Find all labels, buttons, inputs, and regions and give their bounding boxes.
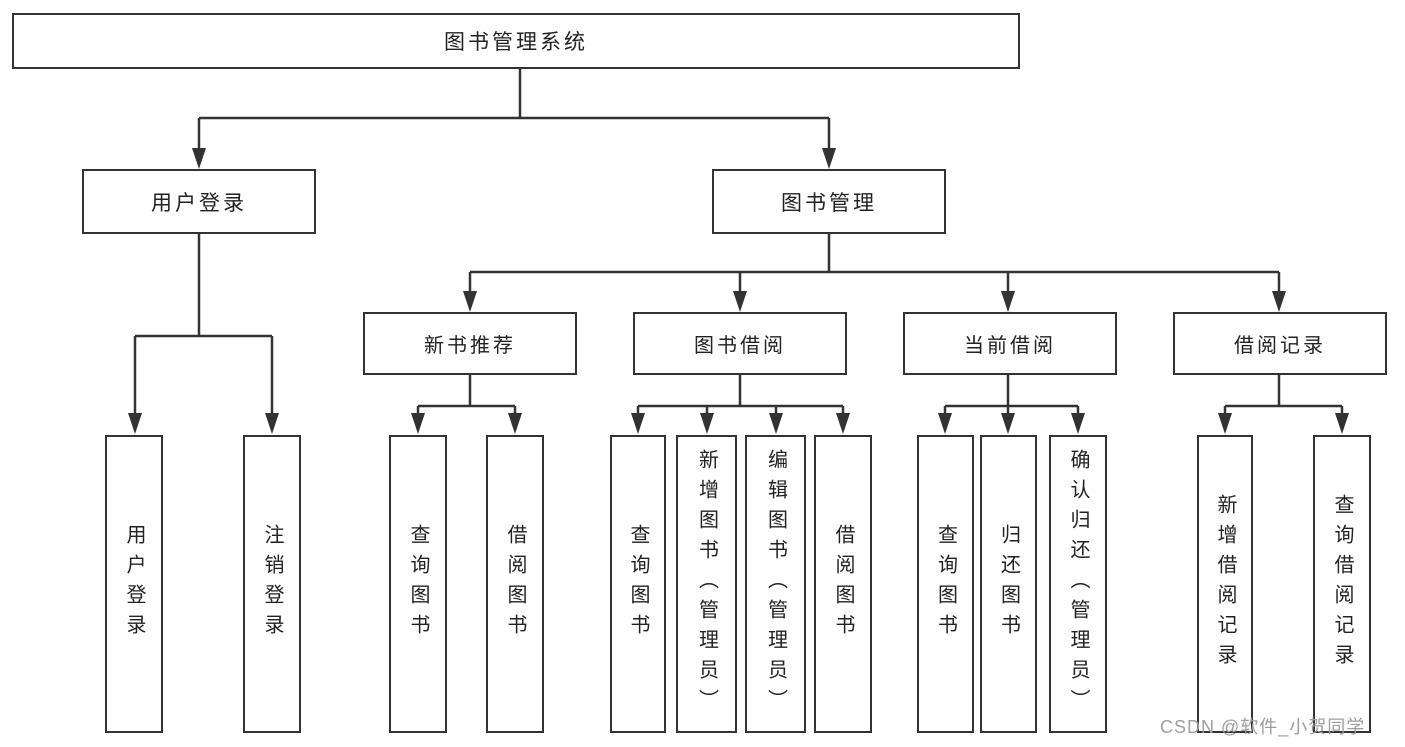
leaf-edit-book-admin: 编辑图书（管理员） <box>745 435 806 733</box>
node-user-login: 用户登录 <box>82 169 316 234</box>
leaf-add-borrow-record: 新增借阅记录 <box>1197 435 1253 733</box>
leaf-query-book-2: 查询图书 <box>610 435 666 733</box>
node-root-system: 图书管理系统 <box>12 13 1020 69</box>
node-book-borrow: 图书借阅 <box>633 312 847 375</box>
leaf-query-book-3: 查询图书 <box>917 435 974 733</box>
leaf-logout: 注销登录 <box>243 435 301 733</box>
leaf-confirm-return-admin: 确认归还（管理员） <box>1049 435 1107 733</box>
leaf-user-login: 用户登录 <box>105 435 163 733</box>
csdn-watermark: CSDN @软件_小贺同学 <box>1160 717 1366 737</box>
node-new-book-recommend: 新书推荐 <box>363 312 577 375</box>
leaf-return-book: 归还图书 <box>980 435 1037 733</box>
node-book-management: 图书管理 <box>712 169 946 234</box>
leaf-query-borrow-record: 查询借阅记录 <box>1313 435 1371 733</box>
leaf-query-book-1: 查询图书 <box>389 435 447 733</box>
leaf-borrow-book-2: 借阅图书 <box>814 435 872 733</box>
node-current-borrow: 当前借阅 <box>903 312 1117 375</box>
leaf-add-book-admin: 新增图书（管理员） <box>676 435 737 733</box>
arrowheads <box>128 148 1349 434</box>
leaf-borrow-book-1: 借阅图书 <box>486 435 544 733</box>
node-borrow-record: 借阅记录 <box>1173 312 1387 375</box>
